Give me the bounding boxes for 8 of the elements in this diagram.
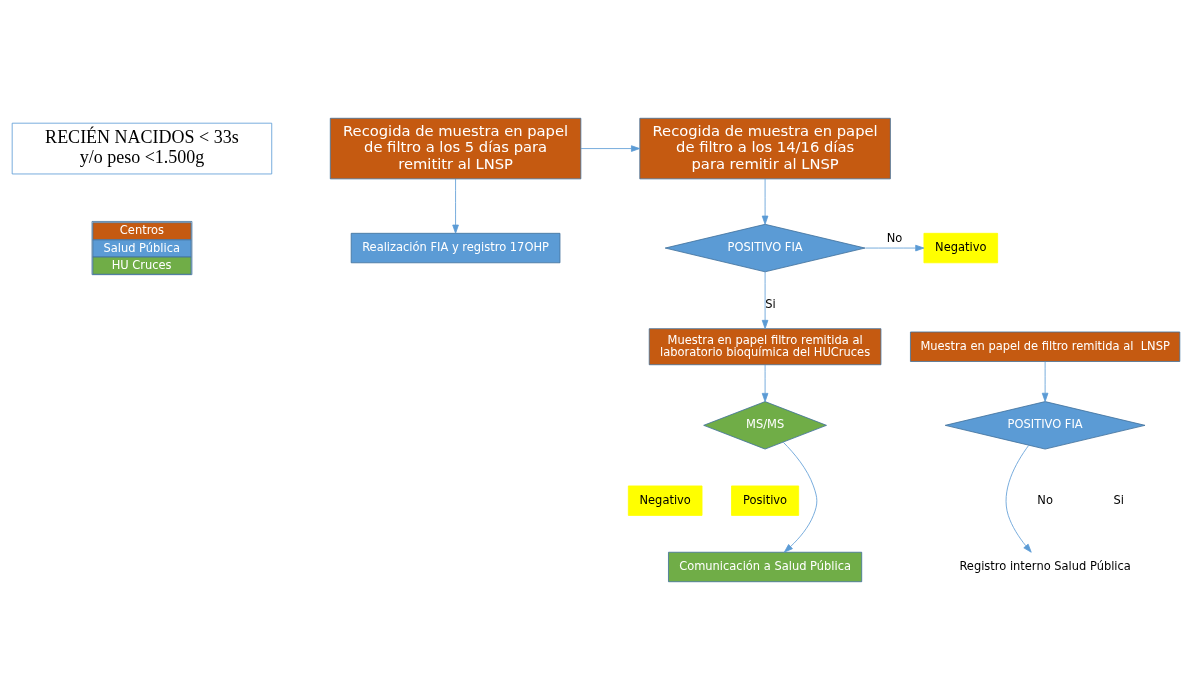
node-text: Registro interno Salud Pública xyxy=(959,559,1131,574)
legend-label: Salud Pública xyxy=(103,240,181,255)
edge-label: Si xyxy=(765,296,776,311)
edge-label: No xyxy=(886,231,903,246)
label: Si xyxy=(1113,492,1125,507)
label: No xyxy=(1037,492,1053,507)
legend-label: Centros xyxy=(119,223,165,238)
legend-label: HU Cruces xyxy=(111,257,172,272)
